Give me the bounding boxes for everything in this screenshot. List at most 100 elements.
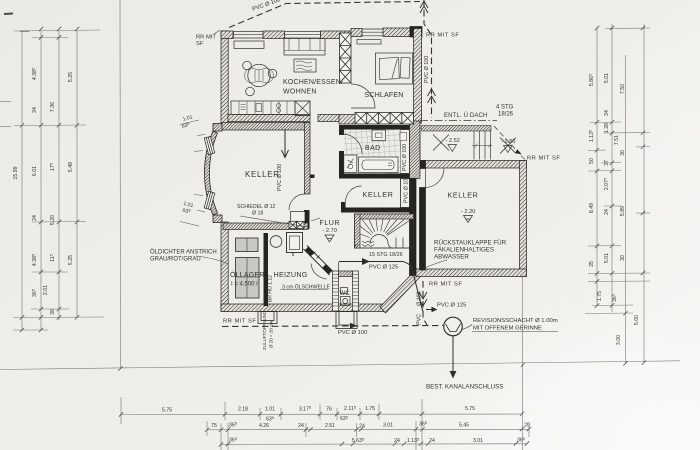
svg-text:5.865: 5.865: [587, 74, 595, 86]
svg-text:30: 30: [620, 255, 626, 261]
svg-text:75: 75: [211, 423, 217, 429]
svg-text:3.01: 3.01: [473, 438, 483, 444]
svg-text:25: 25: [589, 261, 595, 267]
svg-text:ABWASSER: ABWASSER: [434, 254, 469, 261]
svg-text:4.26: 4.26: [259, 423, 269, 429]
svg-text:PVC Ø 100: PVC Ø 100: [277, 164, 283, 191]
svg-text:RR MIT SF: RR MIT SF: [429, 282, 462, 288]
svg-text:1.75: 1.75: [597, 291, 603, 301]
svg-text:4.385: 4.385: [30, 68, 38, 80]
svg-text:3 cm ÖLSCHWELLE: 3 cm ÖLSCHWELLE: [282, 284, 331, 291]
svg-text:PVC Ø 100: PVC Ø 100: [424, 56, 430, 83]
svg-text:3.175: 3.175: [299, 405, 311, 413]
svg-text:5.01: 5.01: [604, 73, 610, 83]
svg-text:365: 365: [419, 420, 427, 428]
svg-text:5.49: 5.49: [68, 162, 74, 172]
svg-text:635: 635: [182, 206, 192, 215]
svg-text:76: 76: [326, 406, 332, 412]
svg-text:ÖLLAGER: ÖLLAGER: [230, 271, 265, 279]
svg-text:15.99: 15.99: [13, 166, 19, 179]
svg-text:7.50: 7.50: [620, 84, 626, 94]
svg-text:I = 4.500 I: I = 4.500 I: [231, 282, 258, 288]
svg-text:1.01: 1.01: [183, 201, 194, 209]
svg-text:BR HÖ 1.12: BR HÖ 1.12: [267, 275, 274, 302]
svg-text:24: 24: [604, 209, 610, 215]
svg-text:8.49: 8.49: [589, 203, 595, 213]
svg-text:1.135: 1.135: [407, 436, 419, 444]
svg-text:6.01: 6.01: [32, 166, 38, 176]
svg-text:FÄKALIENHALTIGES: FÄKALIENHALTIGES: [434, 247, 494, 254]
svg-text:15 STG 18/26: 15 STG 18/26: [369, 252, 403, 258]
svg-text:PVC Ø 100: PVC Ø 100: [402, 144, 408, 171]
svg-text:HEIZUNG: HEIZUNG: [274, 270, 308, 279]
svg-text:635: 635: [340, 415, 348, 423]
svg-text:ÖLDICHTER ANSTRICH: ÖLDICHTER ANSTRICH: [150, 249, 217, 256]
svg-text:KELLER: KELLER: [363, 190, 394, 199]
svg-text:5.25: 5.25: [68, 255, 74, 265]
svg-text:- 2.52: - 2.52: [446, 138, 460, 144]
svg-text:5.01: 5.01: [604, 253, 610, 263]
svg-text:MIT OFFENEM GERINNE: MIT OFFENEM GERINNE: [473, 326, 542, 332]
svg-text:ENTL. Ü DACH: ENTL. Ü DACH: [444, 112, 487, 119]
svg-text:REVISIONSSCHACHT Ø 1.00m: REVISIONSSCHACHT Ø 1.00m: [473, 318, 558, 324]
svg-text:24: 24: [32, 215, 38, 221]
svg-text:24: 24: [604, 110, 610, 116]
svg-text:2.51: 2.51: [325, 423, 335, 429]
svg-text:- 2.70: - 2.70: [323, 228, 337, 234]
svg-text:RR MIT SF: RR MIT SF: [426, 33, 459, 39]
svg-text:PVC Ø 125: PVC Ø 125: [437, 303, 466, 309]
svg-text:5.635: 5.635: [352, 436, 364, 444]
svg-text:PVC Ø 100: PVC Ø 100: [338, 330, 367, 336]
svg-text:Ø 18: Ø 18: [252, 211, 263, 217]
svg-text:1.75: 1.75: [365, 406, 375, 412]
svg-text:5.89: 5.89: [620, 206, 626, 216]
svg-text:KELLER: KELLER: [245, 170, 280, 179]
svg-text:WC: WC: [340, 290, 351, 297]
svg-text:20: 20: [524, 423, 530, 429]
svg-text:365: 365: [517, 436, 525, 444]
svg-text:RR MIT SF: RR MIT SF: [223, 319, 256, 325]
svg-text:635: 635: [181, 121, 191, 130]
svg-text:635: 635: [266, 415, 274, 423]
svg-text:18/26: 18/26: [498, 112, 514, 118]
svg-text:24: 24: [359, 424, 365, 430]
svg-text:SF: SF: [196, 41, 204, 47]
svg-text:45: 45: [354, 243, 359, 248]
svg-text:RÜCKSTAUKLAPPE FÜR: RÜCKSTAUKLAPPE FÜR: [434, 240, 507, 247]
svg-text:36: 36: [50, 309, 56, 315]
svg-text:3.00: 3.00: [616, 335, 622, 345]
svg-text:BAD: BAD: [365, 145, 381, 152]
svg-text:PVC: PVC: [417, 314, 423, 325]
svg-text:5.00: 5.00: [634, 315, 640, 325]
svg-text:Ø 20 = 20 cm: Ø 20 = 20 cm: [269, 321, 274, 348]
svg-text:4.385: 4.385: [30, 254, 38, 266]
svg-text:2.01: 2.01: [43, 285, 49, 295]
svg-text:365: 365: [229, 421, 237, 429]
svg-text:7.51: 7.51: [614, 135, 620, 145]
svg-text:- 2.20: - 2.20: [461, 209, 475, 215]
svg-text:5.20: 5.20: [50, 215, 56, 225]
svg-text:KOCHEN/ESSEN/: KOCHEN/ESSEN/: [283, 79, 343, 86]
svg-text:Ø 100: Ø 100: [417, 291, 423, 306]
svg-text:365: 365: [610, 294, 618, 302]
svg-text:GRAU/ROT/GRAU: GRAU/ROT/GRAU: [150, 257, 201, 263]
svg-text:175: 175: [48, 163, 56, 171]
svg-text:2.075: 2.075: [602, 178, 610, 190]
svg-text:2.18: 2.18: [238, 407, 248, 413]
svg-text:SCHLAFEN: SCHLAFEN: [365, 91, 404, 99]
svg-text:24: 24: [394, 438, 400, 444]
svg-text:1.01: 1.01: [265, 407, 275, 413]
svg-text:5.45: 5.45: [459, 422, 469, 428]
svg-text:PVC Ø 100: PVC Ø 100: [404, 176, 410, 203]
svg-text:SCHIEDEL Ø 12: SCHIEDEL Ø 12: [237, 204, 276, 210]
svg-text:- 1.80: - 1.80: [501, 139, 515, 145]
svg-text:WOHNEN: WOHNEN: [283, 89, 317, 96]
svg-text:5.75: 5.75: [162, 408, 172, 414]
svg-text:1.01: 1.01: [182, 114, 193, 122]
svg-text:24: 24: [298, 423, 304, 429]
svg-text:1.135: 1.135: [587, 130, 595, 142]
svg-text:ZULUFTÖFFNUNG: ZULUFTÖFFNUNG: [261, 310, 267, 350]
svg-text:RR MIT SF: RR MIT SF: [527, 156, 560, 162]
svg-text:7.36: 7.36: [50, 102, 56, 112]
svg-text:4 STG: 4 STG: [496, 105, 514, 111]
